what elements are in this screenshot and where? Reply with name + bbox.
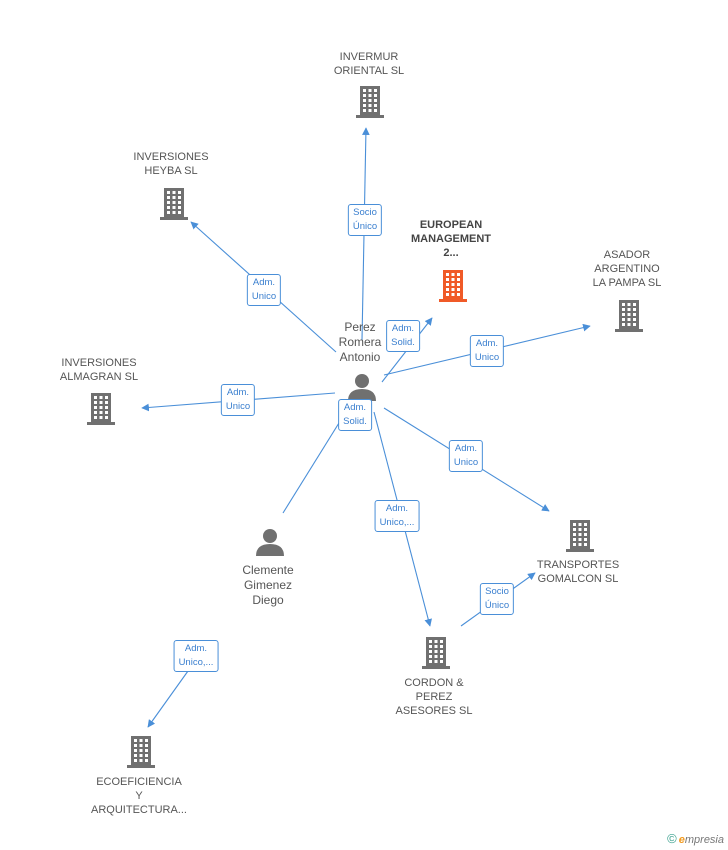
building-icon-european[interactable] xyxy=(439,270,467,302)
brand-initial: e xyxy=(678,834,685,846)
edge-label-clemente-perez: Adm. Solid. xyxy=(338,399,372,431)
company-label-asador[interactable]: ASADOR ARGENTINO LA PAMPA SL xyxy=(592,249,662,289)
edge-label-perez-transportes: Adm. Unico xyxy=(448,440,484,472)
brand-name: mpresia xyxy=(684,834,724,846)
edge-label-cordon-transportes: Socio Único xyxy=(479,583,515,615)
company-label-transportes[interactable]: TRANSPORTES GOMALCON SL xyxy=(536,559,620,585)
building-icon-transportes[interactable] xyxy=(566,520,594,552)
building-icon-ecoeficiencia[interactable] xyxy=(127,736,155,768)
edge-label-perez-asador: Adm. Unico xyxy=(469,335,505,367)
edge-label-perez-invermur: Socio Único xyxy=(347,204,383,236)
edge-label-perez-heyba: Adm. Unico xyxy=(246,274,282,306)
company-label-ecoeficiencia[interactable]: ECOEFICIENCIA Y ARQUITECTURA... xyxy=(91,776,187,816)
building-icon-cordon[interactable] xyxy=(422,637,450,669)
company-label-cordon[interactable]: CORDON & PEREZ ASESORES SL xyxy=(395,677,473,717)
company-label-invermur[interactable]: INVERMUR ORIENTAL SL xyxy=(333,51,405,77)
company-label-european[interactable]: EUROPEAN MANAGEMENT 2... xyxy=(410,219,492,259)
edge-label-clemente-ecoeficiencia: Adm. Unico,... xyxy=(173,640,219,672)
person-label-clemente[interactable]: Clemente Gimenez Diego xyxy=(242,563,294,607)
person-icon-perez[interactable] xyxy=(348,374,376,401)
company-label-almagran[interactable]: INVERSIONES ALMAGRAN SL xyxy=(59,357,139,383)
company-label-heyba[interactable]: INVERSIONES HEYBA SL xyxy=(133,151,209,177)
footer-brand: ©empresia xyxy=(667,831,724,846)
edge-label-perez-almagran: Adm. Unico xyxy=(220,384,256,416)
building-icon-asador[interactable] xyxy=(615,300,643,332)
person-icon-clemente[interactable] xyxy=(256,529,284,556)
edge-label-perez-cordon: Adm. Unico,... xyxy=(374,500,420,532)
copyright-icon: © xyxy=(667,831,677,846)
edge-label-perez-european: Adm. Solid. xyxy=(386,320,420,352)
building-icon-invermur[interactable] xyxy=(356,86,384,118)
person-label-perez[interactable]: Perez Romera Antonio xyxy=(338,320,382,364)
building-icon-heyba[interactable] xyxy=(160,188,188,220)
building-icon-almagran[interactable] xyxy=(87,393,115,425)
